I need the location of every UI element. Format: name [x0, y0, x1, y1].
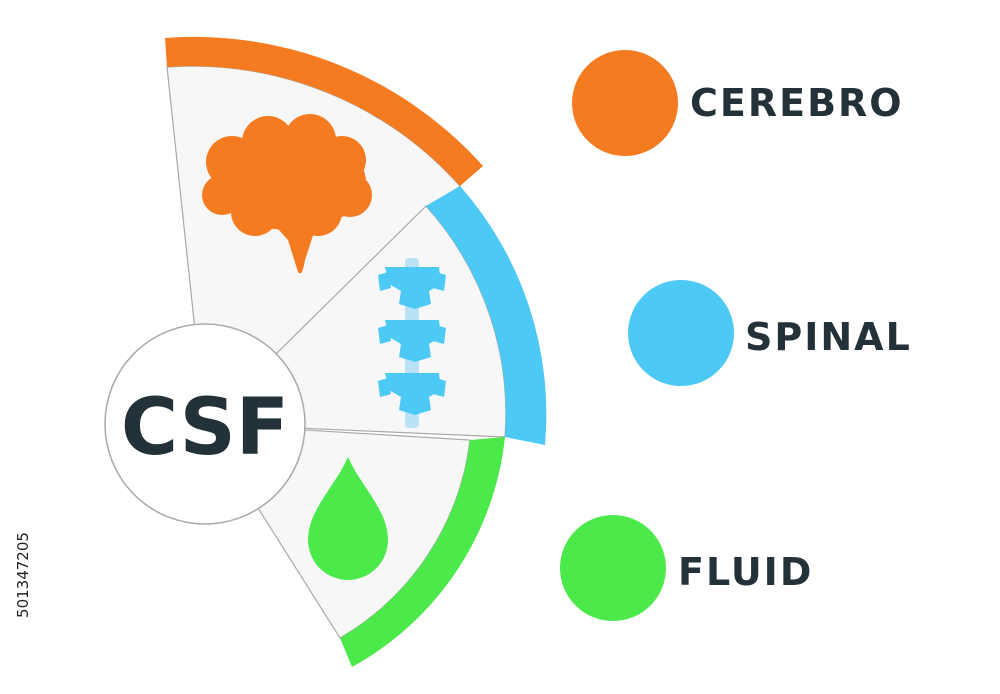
brain-icon — [202, 114, 372, 274]
spinal-band — [426, 186, 547, 445]
stock-id-text: 501347205 — [14, 532, 32, 618]
drop-icon — [308, 457, 388, 580]
hub-label: CSF — [121, 383, 289, 473]
legend-fluid: FLUID — [560, 515, 813, 621]
stock-id-watermark: 501347205 — [8, 460, 38, 690]
spine-icon — [378, 258, 446, 428]
cerebro-band — [165, 36, 483, 186]
legend-label-cerebro: CEREBRO — [690, 81, 904, 125]
legend-cerebro: CEREBRO — [572, 50, 904, 156]
legend-dot-cerebro — [572, 50, 678, 156]
legend-label-fluid: FLUID — [678, 550, 813, 594]
legend-spinal: SPINAL — [628, 280, 912, 386]
hub-circle — [104, 323, 306, 525]
legend-label-spinal: SPINAL — [745, 315, 912, 359]
legend-dot-fluid — [560, 515, 666, 621]
legend-dot-spinal — [628, 280, 734, 386]
fluid-band — [340, 437, 505, 667]
